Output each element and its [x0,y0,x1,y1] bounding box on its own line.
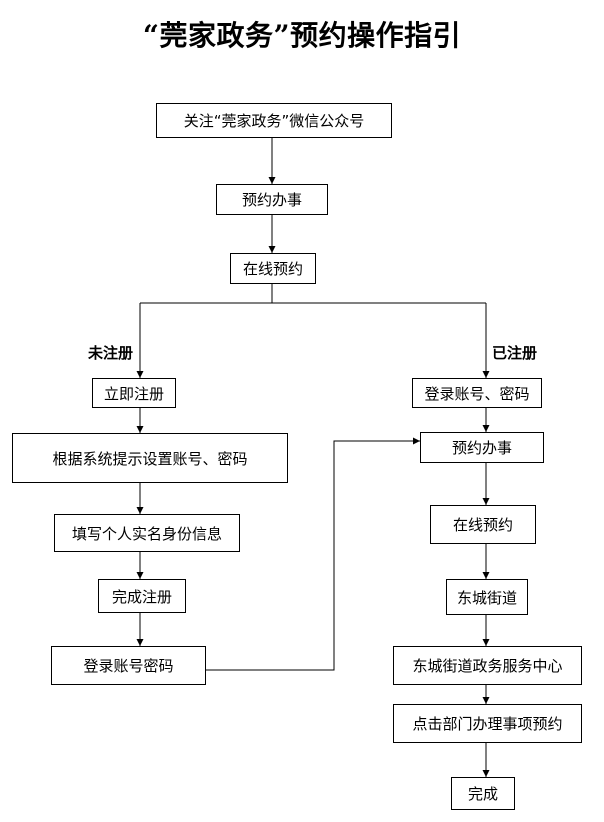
branch-label-registered: 已注册 [492,344,538,362]
page-title: “莞家政务”预约操作指引 [142,19,462,52]
step-right-appointment: 预约办事 [420,432,544,463]
step-right-online-label: 在线预约 [452,516,513,534]
step-right-login-label: 登录账号、密码 [424,384,530,403]
step-right-appointment-label: 预约办事 [451,439,512,457]
step-service-center-label: 东城街道政务服务中心 [412,657,563,675]
step-online-appointment: 在线预约 [230,253,316,284]
branch-label-unregistered: 未注册 [88,344,134,362]
step-left-login: 登录账号密码 [51,646,206,685]
step-department-label: 点击部门办理事项预约 [412,715,563,733]
step-finish-register-label: 完成注册 [111,587,172,606]
step-department: 点击部门办理事项预约 [393,704,582,743]
step-fill-identity: 填写个人实名身份信息 [54,514,240,552]
step-follow-account: 关注“莞家政务”微信公众号 [156,103,392,138]
step-appointment: 预约办事 [216,184,328,215]
step-street-label: 东城街道 [456,588,517,607]
step-set-account-label: 根据系统提示设置账号、密码 [52,449,248,468]
step-register-now: 立即注册 [92,378,176,408]
step-done-label: 完成 [467,785,498,803]
step-follow-account-label: 关注“莞家政务”微信公众号 [183,112,365,130]
step-done: 完成 [451,777,515,810]
step-finish-register: 完成注册 [98,579,186,613]
step-left-login-label: 登录账号密码 [83,657,174,675]
step-set-account: 根据系统提示设置账号、密码 [12,433,288,483]
step-right-online: 在线预约 [430,505,536,544]
arrow-left-login-to-appointment [206,437,420,671]
step-online-appointment-label: 在线预约 [242,260,303,278]
step-service-center: 东城街道政务服务中心 [393,646,582,685]
step-right-login: 登录账号、密码 [412,378,542,408]
step-street: 东城街道 [446,579,528,615]
step-appointment-label: 预约办事 [241,191,302,209]
step-fill-identity-label: 填写个人实名身份信息 [71,524,222,543]
step-register-now-label: 立即注册 [103,384,164,403]
